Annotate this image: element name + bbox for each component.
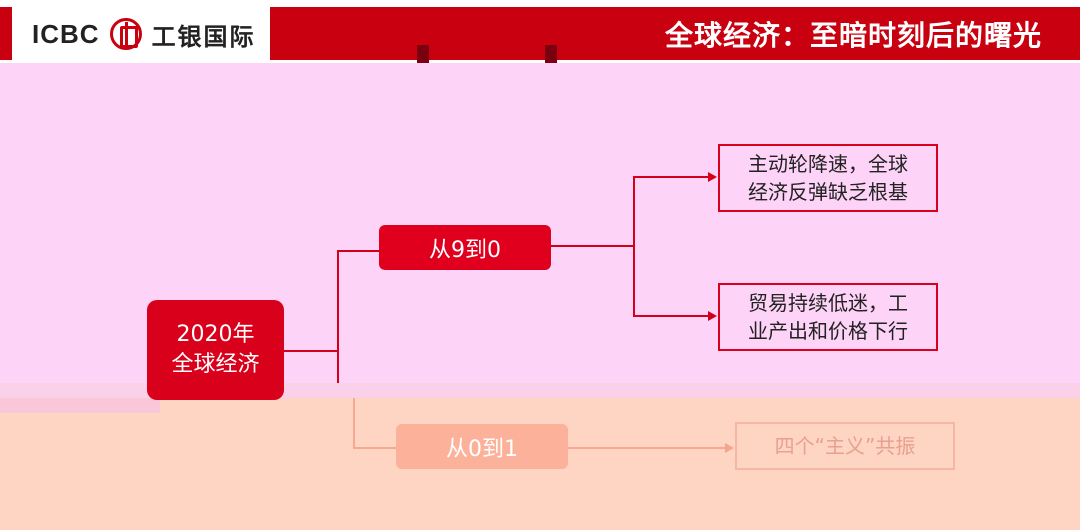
connector-to-branch-a	[337, 250, 379, 252]
header-left-accent	[0, 7, 12, 60]
branch-node-a: 从9到0	[379, 225, 551, 270]
header-bar: ICBC 工银国际 全球经济：至暗时刻后的曙光	[0, 0, 1080, 63]
root-node-line2: 全球经济	[171, 352, 260, 377]
diagram-background-faded-edge	[0, 398, 160, 413]
arrow-right-icon	[725, 443, 734, 453]
connector-branch-b-out	[567, 447, 726, 449]
leaf-2-line1: 贸易持续低迷，工	[748, 291, 908, 315]
arrow-right-icon	[708, 172, 717, 182]
branch-a-label: 从9到0	[429, 237, 501, 263]
leaf-1-line1: 主动轮降速，全球	[748, 152, 908, 176]
connector-to-leaf-1	[633, 176, 709, 178]
connector-branch-a-out	[551, 245, 635, 247]
leaf-3-label: 四个“主义”共振	[774, 434, 916, 458]
header-red-band	[270, 7, 1080, 60]
header-artifact-2	[545, 45, 557, 63]
page-title: 全球经济：至暗时刻后的曙光	[664, 19, 1042, 52]
arrow-right-icon	[708, 311, 717, 321]
connector-root-out	[284, 350, 339, 352]
branch-node-b: 从0到1	[396, 424, 568, 469]
logo-chinese-name: 工银国际	[151, 22, 256, 51]
leaf-node-3: 四个“主义”共振	[735, 422, 955, 470]
connector-leaf-trunk	[633, 176, 635, 317]
root-node: 2020年 全球经济	[147, 300, 284, 400]
connector-to-branch-b	[353, 447, 396, 449]
root-node-line1: 2020年	[176, 322, 255, 347]
connector-trunk-faded	[353, 398, 355, 448]
connector-to-leaf-2	[633, 315, 709, 317]
leaf-2-line2: 业产出和价格下行	[748, 319, 908, 343]
connector-branch-trunk	[337, 250, 339, 383]
leaf-node-1: 主动轮降速，全球 经济反弹缺乏根基	[718, 144, 938, 212]
leaf-node-2: 贸易持续低迷，工 业产出和价格下行	[718, 283, 938, 351]
icbc-emblem-icon	[109, 18, 142, 50]
leaf-1-line2: 经济反弹缺乏根基	[748, 180, 908, 204]
branch-b-label: 从0到1	[446, 436, 518, 462]
icbc-logo: ICBC 工银国际	[12, 8, 270, 60]
logo-text: ICBC	[32, 18, 100, 49]
header-artifact-1	[417, 45, 429, 63]
